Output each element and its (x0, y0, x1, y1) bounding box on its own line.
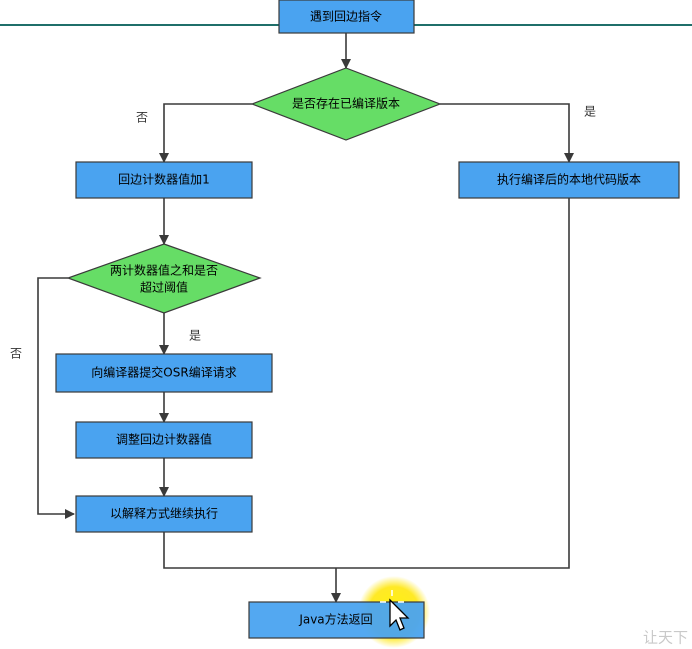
edge-label-no-far-left: 否 (10, 347, 22, 361)
node-has-compiled: 是否存在已编译版本 (250, 67, 442, 141)
node-start-label: 遇到回边指令 (310, 9, 382, 24)
edge-threshold-no (37, 277, 75, 519)
connectors (37, 33, 574, 603)
edge-decision-yes (440, 103, 574, 163)
edge-interpret-to-join (163, 532, 336, 569)
node-adjust-counter-label: 调整回边计数器值 (116, 432, 212, 447)
edge-decision-no (159, 103, 252, 163)
node-return-label: Java方法返回 (298, 612, 372, 627)
node-threshold: 两计数器值之和是否 超过阈值 (66, 243, 262, 314)
node-submit-osr: 向编译器提交OSR编译请求 (55, 353, 273, 393)
node-interpret-label: 以解释方式继续执行 (110, 506, 218, 521)
edge-label-yes-right: 是 (584, 105, 596, 119)
node-adjust-counter: 调整回边计数器值 (75, 421, 253, 459)
edge-label-yes-down: 是 (189, 329, 201, 343)
mouse-pointer-icon (380, 590, 410, 631)
edge-label-no-left: 否 (136, 111, 148, 125)
node-threshold-label-line2: 超过阈值 (140, 280, 188, 295)
edge-compiled-to-join (336, 198, 570, 569)
node-threshold-label-line1: 两计数器值之和是否 (110, 263, 218, 278)
node-interpret: 以解释方式继续执行 (75, 495, 253, 533)
node-run-compiled-label: 执行编译后的本地代码版本 (497, 172, 641, 187)
watermark: 让天下 (643, 629, 688, 647)
node-submit-osr-label: 向编译器提交OSR编译请求 (91, 365, 236, 380)
node-increment-counter-label: 回边计数器值加1 (118, 172, 210, 187)
node-run-compiled: 执行编译后的本地代码版本 (458, 161, 680, 199)
node-has-compiled-label: 是否存在已编译版本 (292, 96, 400, 111)
node-start: 遇到回边指令 (278, 0, 415, 34)
node-increment-counter: 回边计数器值加1 (75, 161, 253, 199)
